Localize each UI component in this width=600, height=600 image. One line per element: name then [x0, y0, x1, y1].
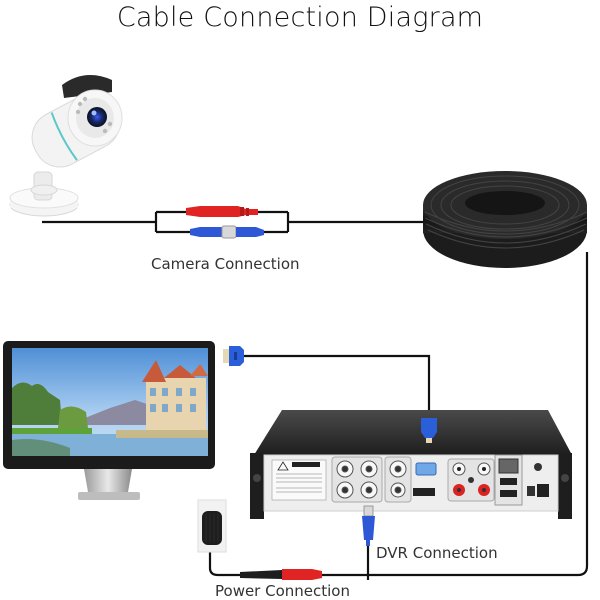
cable-coil-icon	[423, 171, 588, 268]
vga-connector-monitor-icon	[223, 346, 244, 366]
bnc-video-in-ports	[331, 456, 383, 503]
power-adapter-icon	[197, 499, 227, 553]
camera-bnc-plug-icon	[190, 225, 264, 239]
camera-connection-label: Camera Connection	[151, 255, 300, 273]
vga-connector-dvr-icon	[421, 418, 437, 443]
page-title: Cable Connection Diagram	[116, 2, 484, 33]
dvr-icon	[250, 410, 572, 519]
camera-power-plug-icon	[186, 206, 258, 217]
power-plug-icon	[240, 569, 322, 580]
camera-icon	[9, 75, 123, 217]
power-connection-label: Power Connection	[215, 582, 350, 600]
dvr-bnc-plug-icon	[362, 505, 375, 546]
monitor-icon	[3, 341, 215, 500]
dvr-connection-label: DVR Connection	[376, 544, 498, 562]
